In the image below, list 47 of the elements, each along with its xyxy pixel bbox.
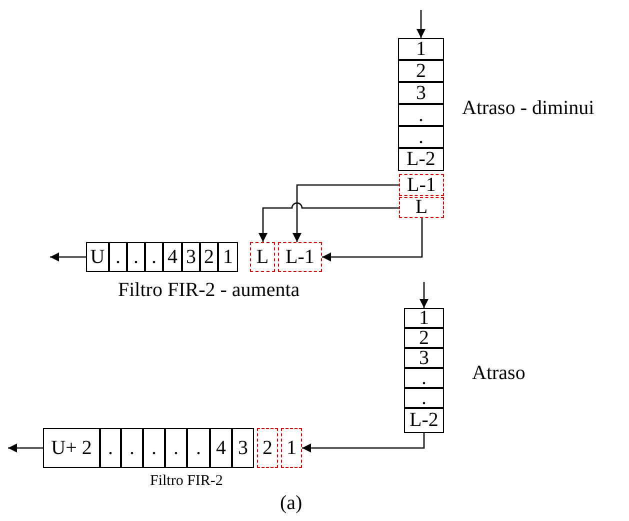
caption: (a) xyxy=(280,492,302,515)
register-cell: 1 xyxy=(398,38,444,60)
register-cell: . xyxy=(398,104,444,126)
register-cell: L-2 xyxy=(404,408,444,433)
register-cell: 1 xyxy=(404,308,444,328)
register-cell: . xyxy=(398,126,444,148)
arrow xyxy=(416,10,426,38)
register-cell: 1 xyxy=(218,242,238,272)
register-cell: 3 xyxy=(232,428,254,468)
register-cell: U xyxy=(86,242,109,272)
register-cell: . xyxy=(404,368,444,388)
register-cell: . xyxy=(127,242,145,272)
register-cell: 3 xyxy=(182,242,200,272)
register-cell: 1 xyxy=(281,428,302,468)
register-label: Filtro FIR-2 - aumenta xyxy=(118,279,300,302)
register-cell: U+ 2 xyxy=(43,428,100,468)
arrow xyxy=(50,252,86,262)
register-cell: . xyxy=(121,428,143,468)
arrow xyxy=(322,218,423,262)
register-cell: L xyxy=(399,197,444,218)
register-cell: L-1 xyxy=(278,242,322,272)
register-cell: L-1 xyxy=(399,174,444,196)
arrow xyxy=(302,433,425,452)
register-cell: 4 xyxy=(210,428,232,468)
register-cell: 2 xyxy=(404,328,444,348)
register-cell: L xyxy=(250,242,275,272)
arrow xyxy=(420,282,428,308)
register-cell: . xyxy=(109,242,127,272)
register-cell: . xyxy=(143,428,165,468)
arrow xyxy=(292,184,399,242)
register-cell: L-2 xyxy=(398,148,444,171)
register-label: Atraso xyxy=(472,362,526,385)
register-cell: 3 xyxy=(404,348,444,368)
arrow xyxy=(258,202,399,242)
register-label: Filtro FIR-2 xyxy=(150,473,223,490)
register-cell: 2 xyxy=(398,60,444,82)
register-cell: . xyxy=(165,428,187,468)
register-cell: . xyxy=(100,428,121,468)
register-cell: . xyxy=(404,388,444,408)
register-label: Atraso - diminui xyxy=(462,97,594,120)
register-cell: 3 xyxy=(398,82,444,104)
register-cell: . xyxy=(187,428,210,468)
register-cell: . xyxy=(145,242,163,272)
register-cell: 4 xyxy=(163,242,182,272)
register-cell: 2 xyxy=(257,428,278,468)
register-cell: 2 xyxy=(200,242,218,272)
arrow xyxy=(8,444,43,452)
